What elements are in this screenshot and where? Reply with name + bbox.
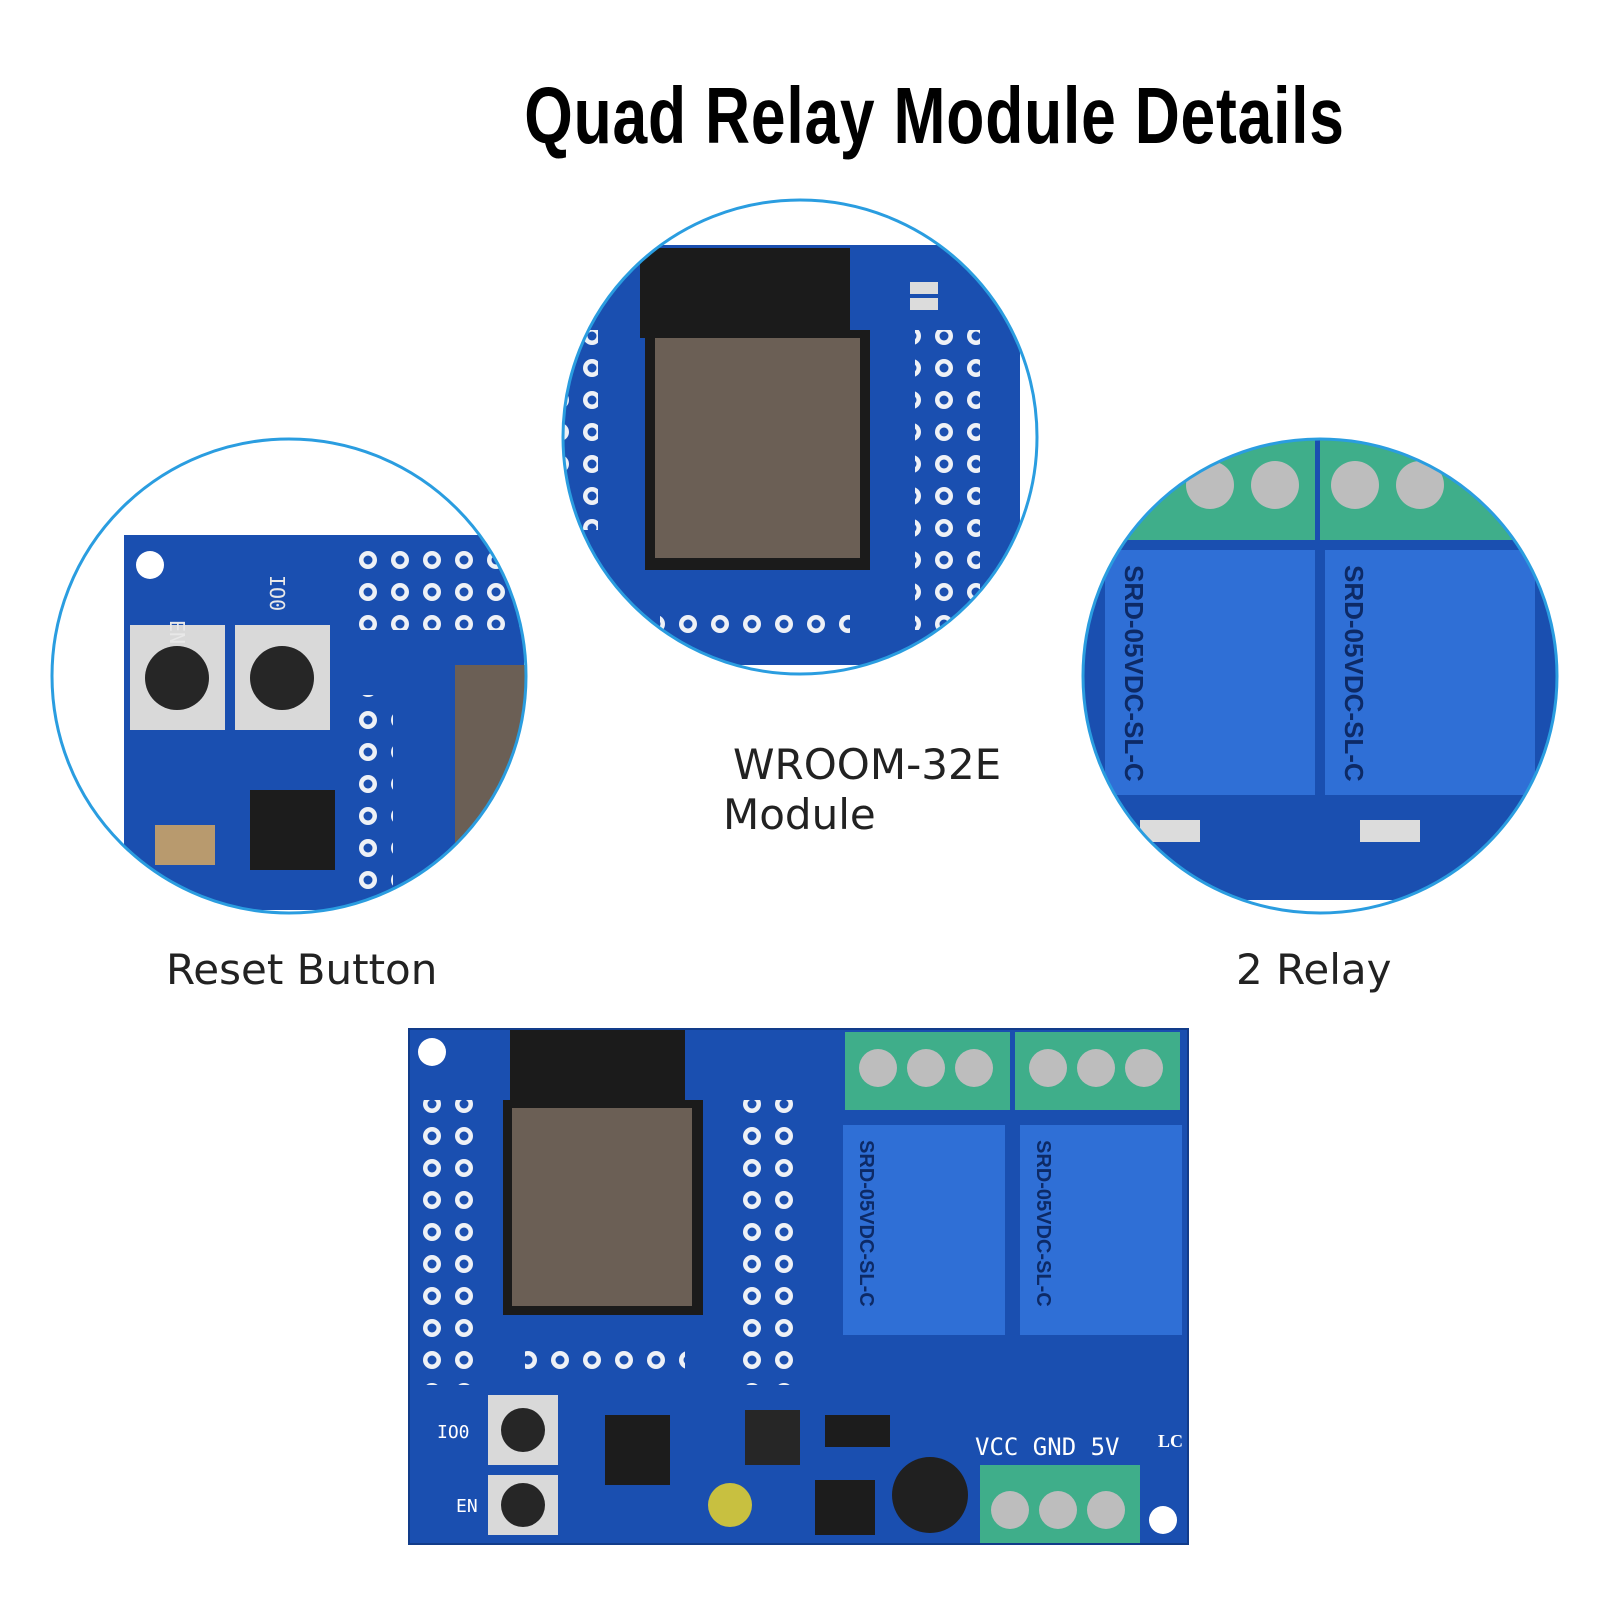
- page-title: Quad Relay Module Details: [524, 71, 1345, 160]
- svg-text:IO0: IO0: [265, 575, 289, 611]
- svg-text:SRD-05VDC-SL-C: SRD-05VDC-SL-C: [1339, 565, 1369, 782]
- relay-label: 2 Relay: [1236, 945, 1392, 994]
- en-label: EN: [456, 1496, 478, 1517]
- reset-button-zoom: EN IO0: [52, 439, 526, 913]
- svg-text:SRD-05VDC-SL-C: SRD-05VDC-SL-C: [1119, 565, 1149, 782]
- brand-mark: LC: [1158, 1431, 1183, 1451]
- reset-button-label: Reset Button: [166, 945, 438, 994]
- power-label: VCC GND 5V: [975, 1433, 1120, 1461]
- io0-label: IO0: [437, 1422, 470, 1443]
- svg-text:SRD-05VDC-SL-C: SRD-05VDC-SL-C: [855, 1140, 877, 1307]
- module-label-line1: WROOM-32E: [733, 740, 1002, 789]
- wroom-module-zoom: [563, 200, 1037, 674]
- relay-zoom: SRD-05VDC-SL-C SRD-05VDC-SL-C: [1083, 439, 1557, 913]
- svg-text:SRD-05VDC-SL-C: SRD-05VDC-SL-C: [1032, 1140, 1054, 1307]
- full-board: SRD-05VDC-SL-C SRD-05VDC-SL-C IO0 EN VCC…: [408, 1028, 1189, 1545]
- module-label-line2: Module: [723, 790, 876, 839]
- svg-text:EN: EN: [165, 620, 189, 644]
